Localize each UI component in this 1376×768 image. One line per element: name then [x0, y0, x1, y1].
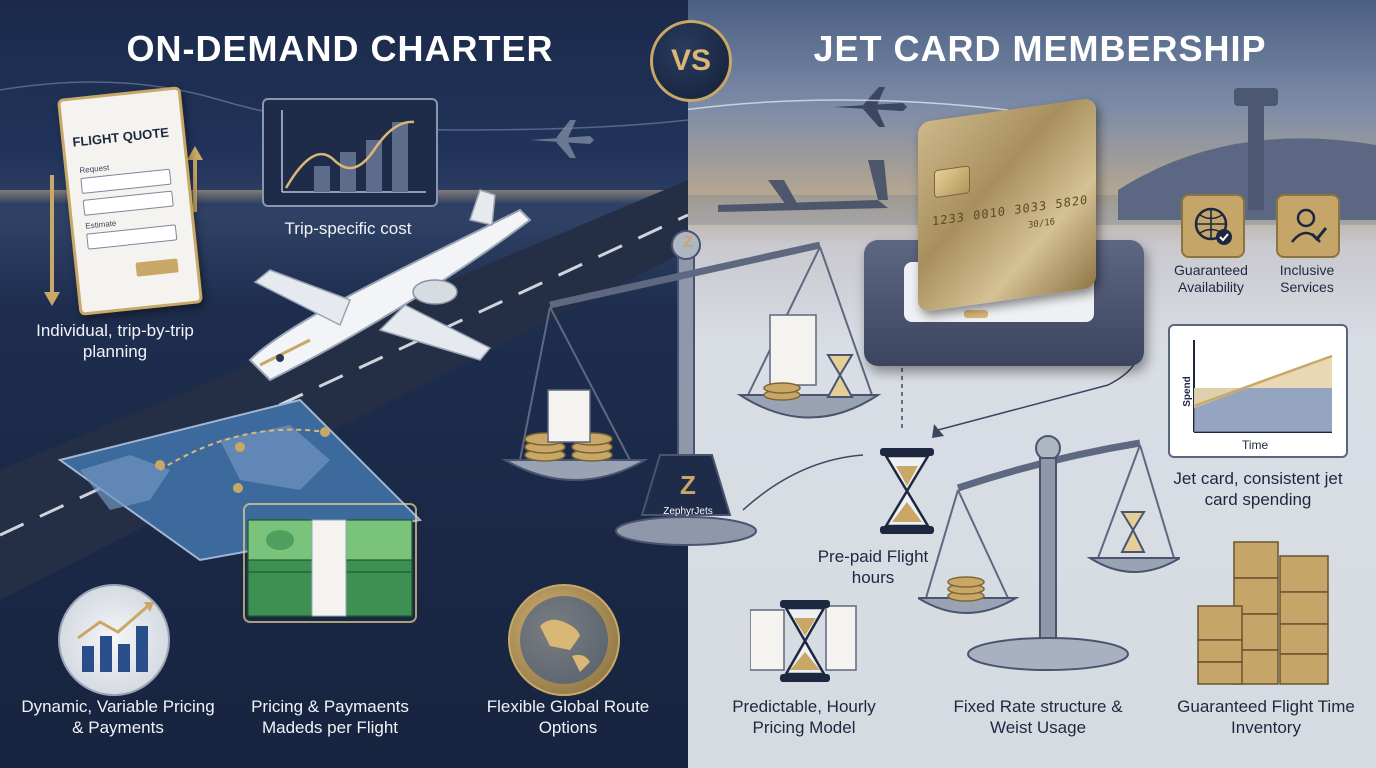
badge-services-label: Inclusive Services: [1279, 262, 1335, 295]
right-feature-1-label: Predictable, Hourly Pricing Model: [732, 697, 876, 737]
rising-bar-chart-icon: [58, 584, 170, 696]
prepaid-hours-label: Pre-paid Flight hours: [817, 547, 929, 587]
brand-name: ZephyrJets: [663, 506, 713, 517]
flight-quote-card: FLIGHT QUOTE Request Estimate: [56, 86, 204, 316]
globe-icon: [508, 584, 620, 696]
left-feature-2-label: Pricing & Paymaents Madeds per Flight: [251, 697, 409, 737]
business-jet: [248, 189, 532, 382]
quote-field-2: [82, 190, 174, 216]
concierge-check-icon: [1276, 194, 1340, 258]
right-feature-2-label: Fixed Rate structure & Weist Usage: [953, 697, 1123, 737]
runway-centerline: [0, 213, 688, 537]
quote-submit-button: [135, 258, 179, 277]
left-heading: ON-DEMAND CHARTER: [126, 28, 554, 69]
flight-quote-title: FLIGHT QUOTE: [71, 124, 170, 150]
globe-check-icon: [1181, 194, 1245, 258]
badge-availability-label: Guaranteed Availability: [1174, 262, 1248, 295]
time-axis-label: Time: [1242, 438, 1269, 452]
jet-card: 1233 0010 3033 5820 30/16: [918, 97, 1096, 313]
card-expiry: 30/16: [1028, 217, 1056, 232]
left-feature-3-label: Flexible Global Route Options: [486, 697, 650, 737]
left-feature-1-label: Dynamic, Variable Pricing & Payments: [21, 697, 215, 737]
card-chip-icon: [934, 165, 970, 199]
parked-jet-silhouette: [718, 160, 888, 212]
planning-label: Individual, trip-by-trip planning: [36, 321, 194, 361]
vs-badge: VS: [650, 20, 732, 102]
request-label: Request: [79, 163, 110, 176]
left-runway-scene: [0, 81, 688, 600]
spend-caption: Jet card, consistent jet card spending: [1173, 469, 1343, 509]
reader-indicator: [964, 310, 988, 318]
center-brand-logo-letter: Z: [680, 470, 696, 500]
flying-jet-silhouette: [833, 87, 907, 127]
card-number: 1233 0010 3033 5820: [932, 192, 1089, 229]
central-balance-scale: [501, 230, 882, 546]
prepaid-hourglass-icon: [880, 448, 934, 534]
hourglass-icon: [750, 600, 857, 682]
trip-cost-caption: Trip-specific cost: [284, 219, 412, 238]
right-feature-3-label: Guaranteed Flight Time Inventory: [1177, 697, 1355, 737]
estimate-label: Estimate: [84, 218, 117, 231]
trip-cost-chart: [262, 98, 438, 207]
stacked-boxes-icon: [1197, 541, 1329, 685]
fixed-rate-scale: [918, 435, 1180, 671]
center-logo-letter: Z: [683, 234, 693, 251]
spend-over-time-chart: Spend Time: [1168, 324, 1348, 458]
spend-axis-label: Spend: [1181, 376, 1193, 407]
right-heading: JET CARD MEMBERSHIP: [813, 28, 1267, 69]
cash-stack-icon: [240, 500, 420, 626]
